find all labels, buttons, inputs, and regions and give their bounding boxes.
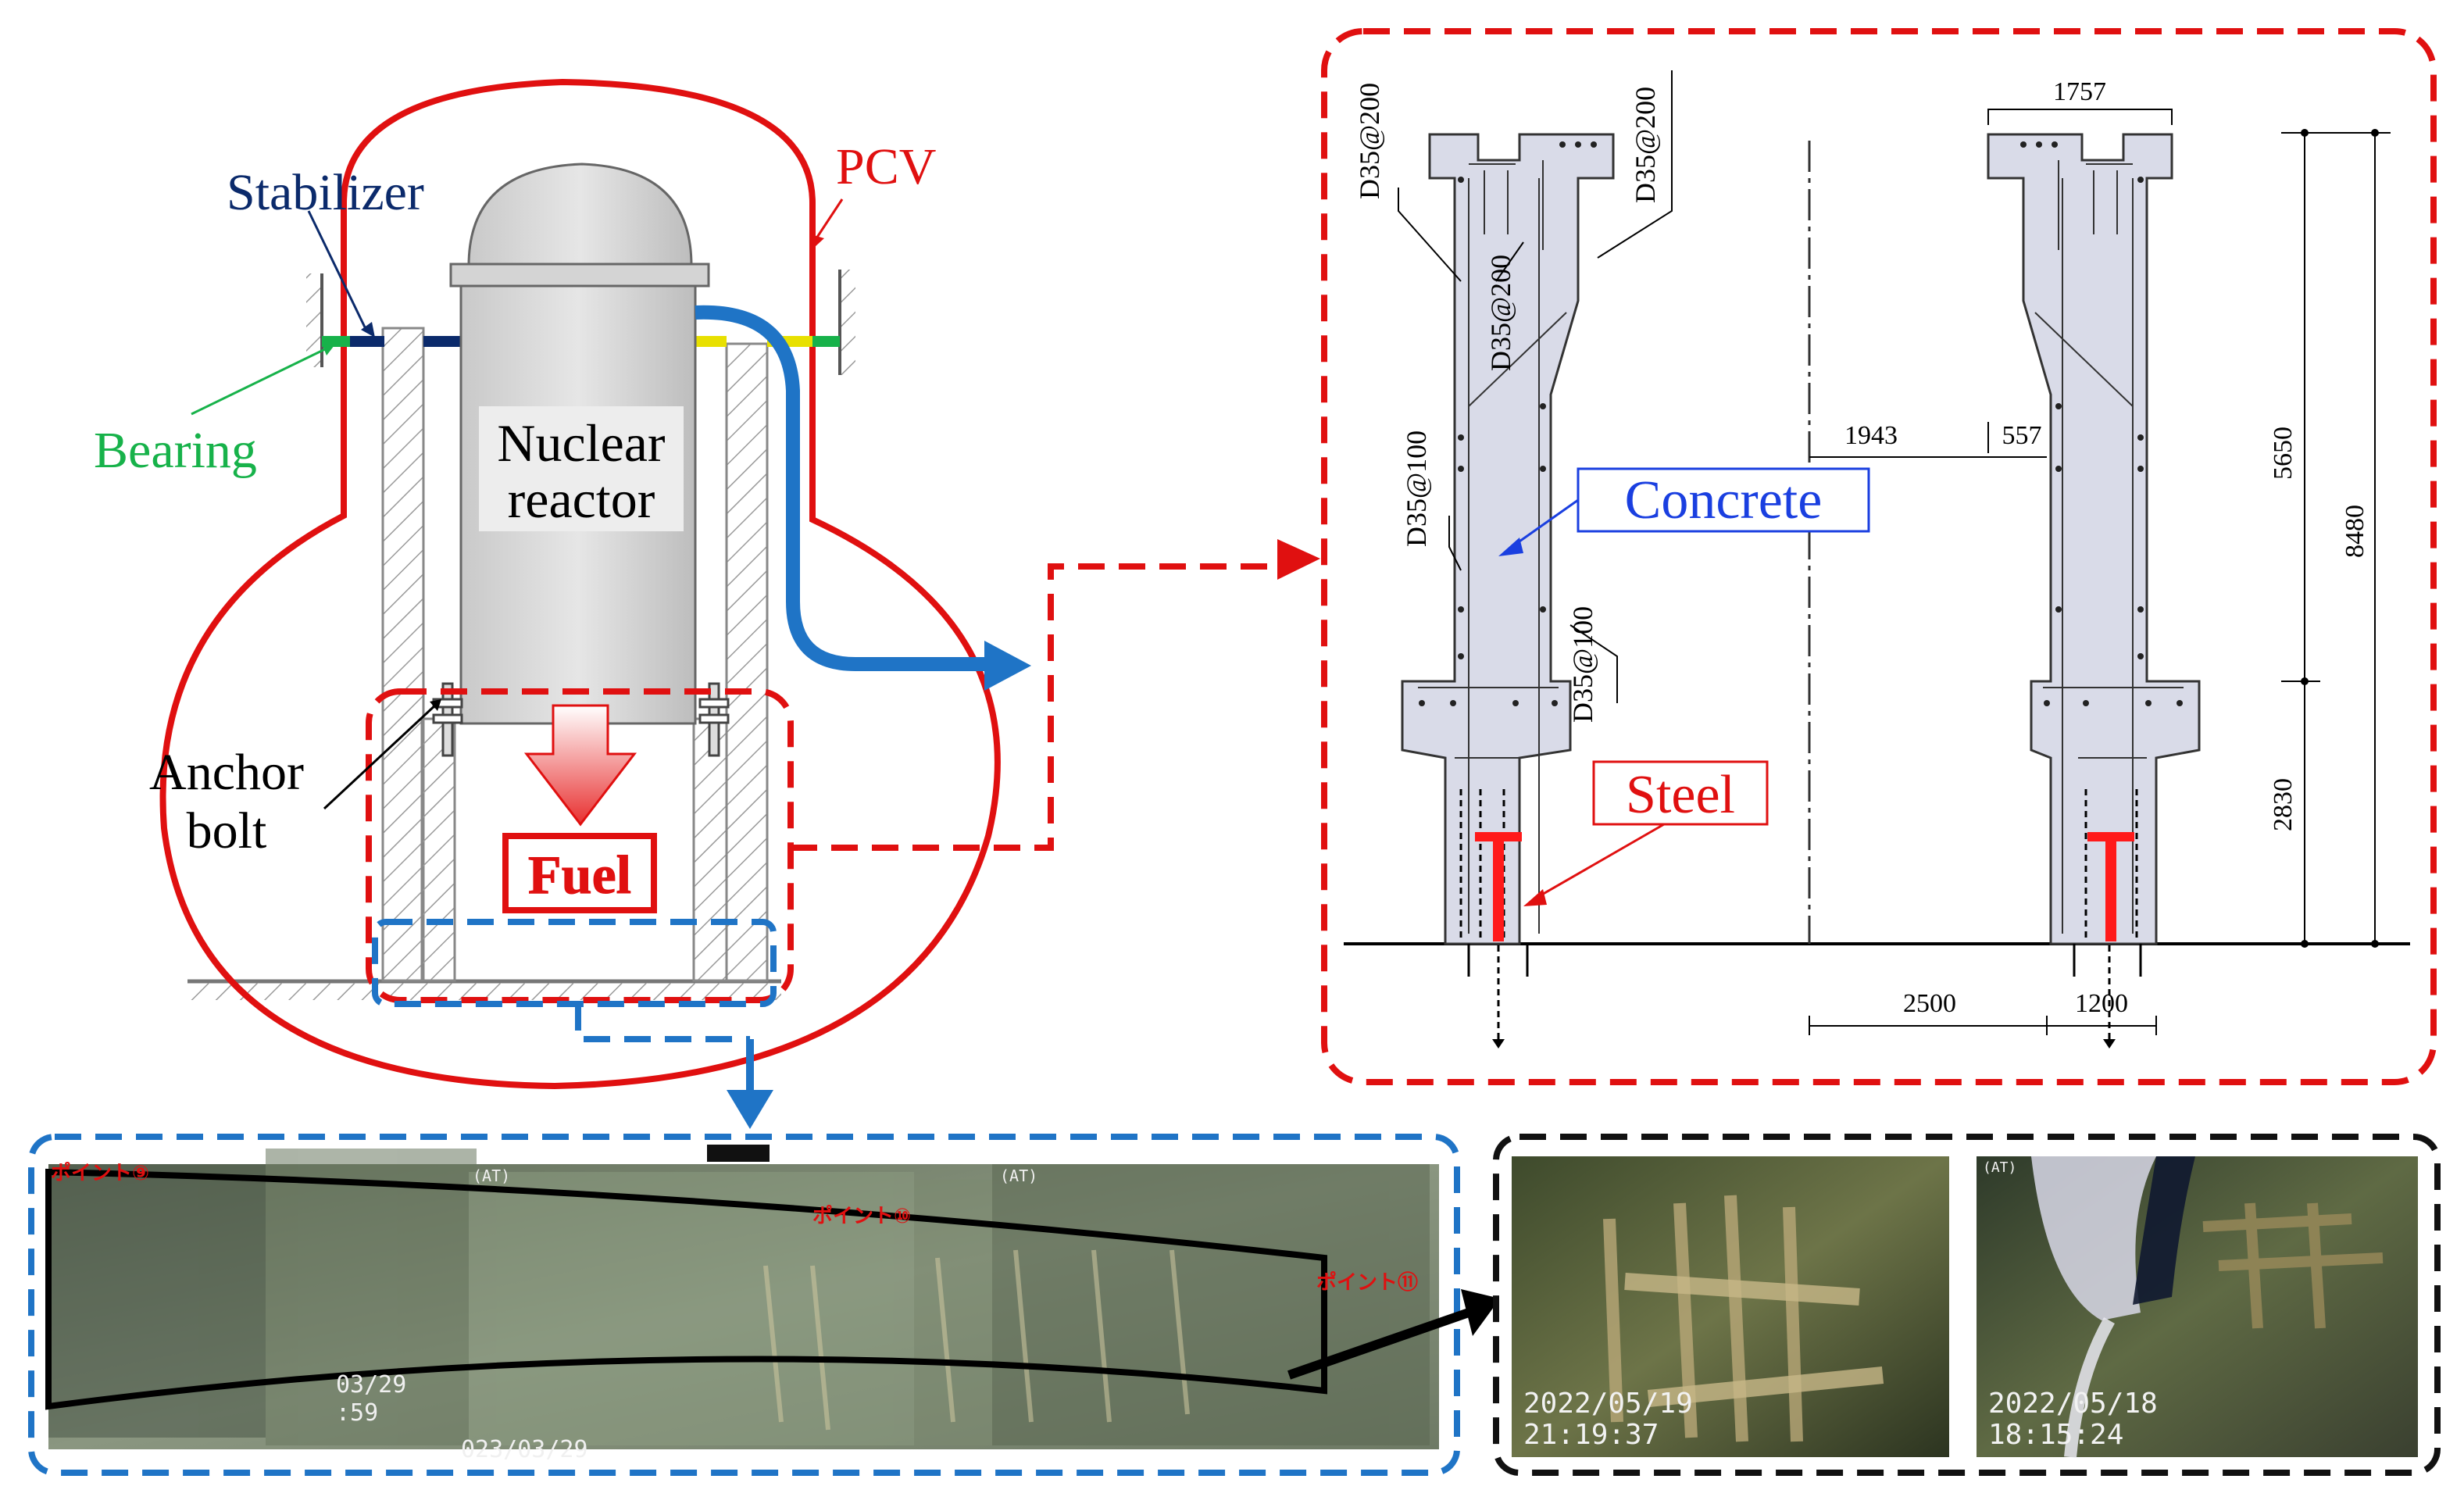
- dim-radius-inner: 1943: [1844, 421, 1898, 450]
- stabilizer-leader: [307, 210, 369, 333]
- bearing-leader-head: [322, 344, 334, 355]
- bearing-label: Bearing: [94, 422, 257, 479]
- dim-lower-height: 2830: [2269, 778, 2298, 831]
- section-wall-left: [1401, 133, 1615, 1049]
- dim-base-radius: 2500: [1903, 989, 1956, 1018]
- dim-top-width: 1757: [2053, 77, 2106, 106]
- inspection-arrowhead: [727, 1090, 773, 1129]
- panorama-marker: [707, 1145, 770, 1162]
- pcv-label: PCV: [836, 138, 936, 195]
- panorama-panel: ポイント⑨ ポイント⑩ ポイント⑪ 03/29 :59 023/03/29 (A…: [28, 1134, 1500, 1476]
- section-wall-right: [1987, 133, 2201, 1049]
- coolant-pipe-arrowhead: [984, 641, 1031, 691]
- panorama-stamp-at-2: (AT): [1000, 1166, 1037, 1185]
- inspection-photos-panel: 2022/05/19 21:19:37 (AT) 2022/05/18 18:1…: [1493, 1134, 2441, 1476]
- fuel-arrow: [523, 704, 637, 827]
- anchor-leader: [323, 702, 439, 810]
- photo-2-date: 2022/05/18: [1988, 1388, 2158, 1420]
- bearing-leader: [191, 346, 329, 416]
- panorama-stamp-date: 03/29: [336, 1371, 406, 1399]
- connector-arrowhead: [1277, 539, 1320, 580]
- panorama-stamp-at-1: (AT): [473, 1166, 510, 1185]
- coolant-pipe-arrow: [695, 305, 988, 671]
- dim-base-wall: 1200: [2075, 989, 2128, 1018]
- steel-leader-head: [1523, 889, 1547, 906]
- photo-1-time: 21:19:37: [1523, 1419, 1659, 1451]
- panorama-to-photos-arrow: [1287, 1308, 1470, 1380]
- stabilizer-leader-head: [361, 322, 375, 338]
- rebar-label-4: D35@100: [1401, 430, 1432, 547]
- concrete-leader: [1511, 498, 1579, 548]
- pedestal-outline-overlay: [45, 1168, 1327, 1410]
- dim-total-height: 8480: [2341, 505, 2369, 558]
- dimension-lines: [1809, 109, 2391, 1035]
- steel-leader: [1534, 823, 1665, 900]
- rebar-label-1: D35@200: [1354, 83, 1385, 199]
- pcv-outline: [159, 78, 1001, 1090]
- anchor-bolt-label-line1: Anchor: [149, 744, 304, 801]
- photo-1-date: 2022/05/19: [1523, 1388, 1693, 1420]
- panorama-frames: [48, 1149, 1430, 1445]
- dim-wall-top: 557: [2002, 421, 2042, 450]
- rebar-label-2: D35@200: [1630, 87, 1661, 203]
- vessel-label-line2: reactor: [508, 470, 655, 529]
- photo-2-corner: (AT): [1983, 1159, 2016, 1176]
- rebar-leaders: [1398, 70, 1673, 703]
- concrete-label: Concrete: [1625, 470, 1823, 531]
- steel-label-box: [1592, 760, 1769, 826]
- panorama-to-photos-arrowhead: [1461, 1289, 1500, 1336]
- stabilizer-label: Stabilizer: [227, 164, 424, 221]
- inspection-photo-1: 2022/05/19 21:19:37: [1512, 1156, 1949, 1457]
- concrete-label-box: [1577, 467, 1870, 533]
- connector-to-section: [791, 563, 1273, 851]
- steel-beam-right: [2087, 832, 2134, 941]
- panorama-debris-lines: [763, 1249, 1190, 1431]
- vessel-label-backdrop: [479, 406, 684, 531]
- dim-upper-height: 5650: [2269, 427, 2298, 480]
- vessel-label-line1: Nuclear: [497, 413, 666, 473]
- pcv-leader: [815, 198, 844, 239]
- concrete-leader-head: [1498, 538, 1523, 556]
- fuel-label: Fuel: [528, 845, 631, 906]
- point-9-label: ポイント⑨: [51, 1161, 149, 1185]
- rebar-label-5: D35@100: [1567, 606, 1598, 723]
- inspection-area-box: [372, 919, 777, 1007]
- pedestal-section-panel: D35@200 D35@200 D35@200 D35@100 D35@100 …: [1321, 28, 2437, 1085]
- pcv-leader-head: [811, 234, 824, 247]
- ground: [187, 979, 781, 1000]
- panorama-stamp-time: :59: [336, 1399, 378, 1427]
- photo-2-time: 18:15:24: [1988, 1419, 2123, 1451]
- panorama-stamp-date-2: 023/03/29: [461, 1436, 588, 1463]
- reactor-schematic: Stabilizer PCV Bearing Nuclear reactor A…: [94, 78, 1320, 1129]
- anchor-leader-head: [430, 699, 441, 711]
- pcv-side-wall-right: [838, 270, 855, 375]
- point-11-label: ポイント⑪: [1316, 1270, 1418, 1295]
- rebar-label-3: D35@200: [1485, 255, 1516, 371]
- inspection-photo-2: (AT) 2022/05/18 18:15:24: [1977, 1156, 2418, 1458]
- inspection-connector: [575, 1004, 750, 1042]
- anchor-bolt-label-line2: bolt: [187, 802, 267, 859]
- pedestal-walls: [381, 327, 769, 982]
- anchor-bolt-right: [698, 682, 730, 757]
- fuel-label-box: [502, 833, 657, 913]
- point-10-label: ポイント⑩: [812, 1204, 911, 1228]
- steel-label: Steel: [1626, 765, 1735, 825]
- steel-beam-left: [1475, 832, 1522, 941]
